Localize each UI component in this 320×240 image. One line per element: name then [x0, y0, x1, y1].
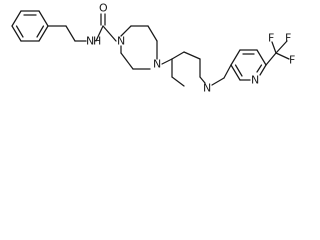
bond-pp-5: [171, 76, 185, 87]
bond-py-6: [230, 64, 241, 81]
bond-py-double-c: [256, 64, 263, 73]
bond-pz-pip: [161, 58, 173, 65]
bond-phenyl-1: [11, 10, 22, 27]
bond-nh-c: [95, 25, 104, 42]
label-pyridine-n: N: [251, 74, 259, 87]
bond-pz-6: [120, 52, 134, 70]
bond-pp-6: [199, 76, 206, 84]
label-piperazine-n-bottom: N: [153, 58, 161, 71]
molecule-canvas: N H O N N N N F F F: [0, 0, 309, 103]
bond-c-f3: [275, 52, 290, 60]
bond-phenyl-double-c: [15, 25, 24, 38]
bond-c-f1: [271, 41, 277, 54]
bond-py-1: [230, 49, 241, 66]
bond-pp-1: [171, 51, 185, 60]
bond-phenyl-3: [38, 10, 49, 27]
label-f2: F: [285, 32, 291, 45]
bond-py-double-b: [234, 64, 243, 77]
label-amide-h: H: [93, 35, 101, 48]
bond-py-4: [259, 64, 267, 76]
bond-py-cf3: [265, 52, 277, 66]
bond-pz-3: [147, 25, 158, 42]
bond-phenyl-double-b: [36, 25, 45, 38]
bond-py-3: [256, 49, 267, 66]
bond-ch2-py: [223, 64, 232, 79]
bond-pz-1: [120, 25, 132, 37]
label-piperidine-n: N: [203, 82, 211, 95]
bond-c-f2: [275, 40, 288, 54]
bond-ch2-ch2: [65, 25, 76, 42]
bond-c-n-pip: [102, 25, 117, 42]
label-f1: F: [268, 32, 274, 45]
label-carbonyl-o: O: [99, 2, 108, 15]
label-amide-n: N: [86, 35, 94, 48]
bond-n-ch2: [211, 77, 225, 86]
bond-phenyl-4: [38, 25, 49, 42]
structure-drawing: N H O N N N N F F F: [11, 2, 295, 95]
bond-phenyl-6: [11, 25, 22, 42]
atom-labels: N H O N N N N F F F: [86, 2, 295, 95]
label-f3: F: [289, 54, 295, 67]
bond-pp-2: [183, 51, 201, 60]
bonds: [11, 10, 290, 87]
label-piperazine-n-top: N: [117, 35, 125, 48]
